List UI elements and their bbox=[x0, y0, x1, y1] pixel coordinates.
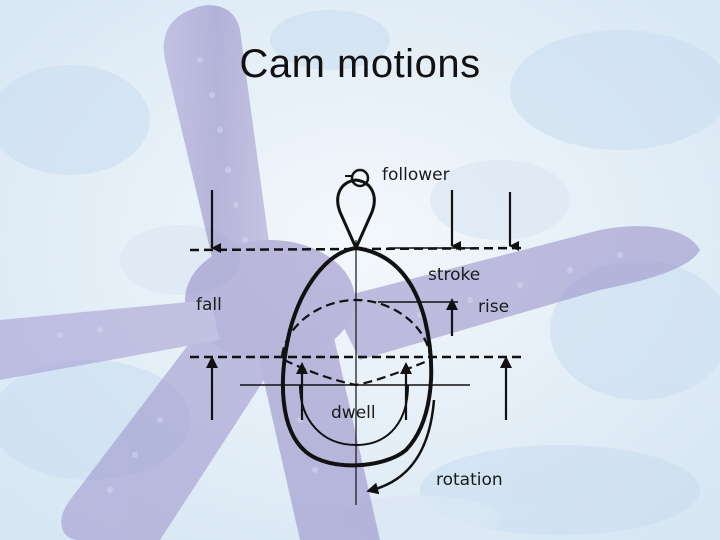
stroke-label: stroke bbox=[428, 265, 480, 285]
cam-profile bbox=[281, 245, 434, 468]
fall-label: fall bbox=[196, 295, 222, 315]
base-circle bbox=[280, 298, 432, 357]
dwell-label: dwell bbox=[331, 403, 376, 423]
slide-title: Cam motions bbox=[239, 42, 481, 86]
rotation-label: rotation bbox=[436, 470, 503, 490]
rise-label: rise bbox=[478, 297, 509, 317]
follower-roller-icon bbox=[350, 168, 370, 188]
dwell-dashed-curve bbox=[283, 358, 431, 387]
follower-label: follower bbox=[382, 165, 450, 185]
rotation-arrow bbox=[366, 399, 436, 495]
dwell-arc bbox=[299, 384, 409, 447]
follower-body bbox=[336, 178, 376, 252]
